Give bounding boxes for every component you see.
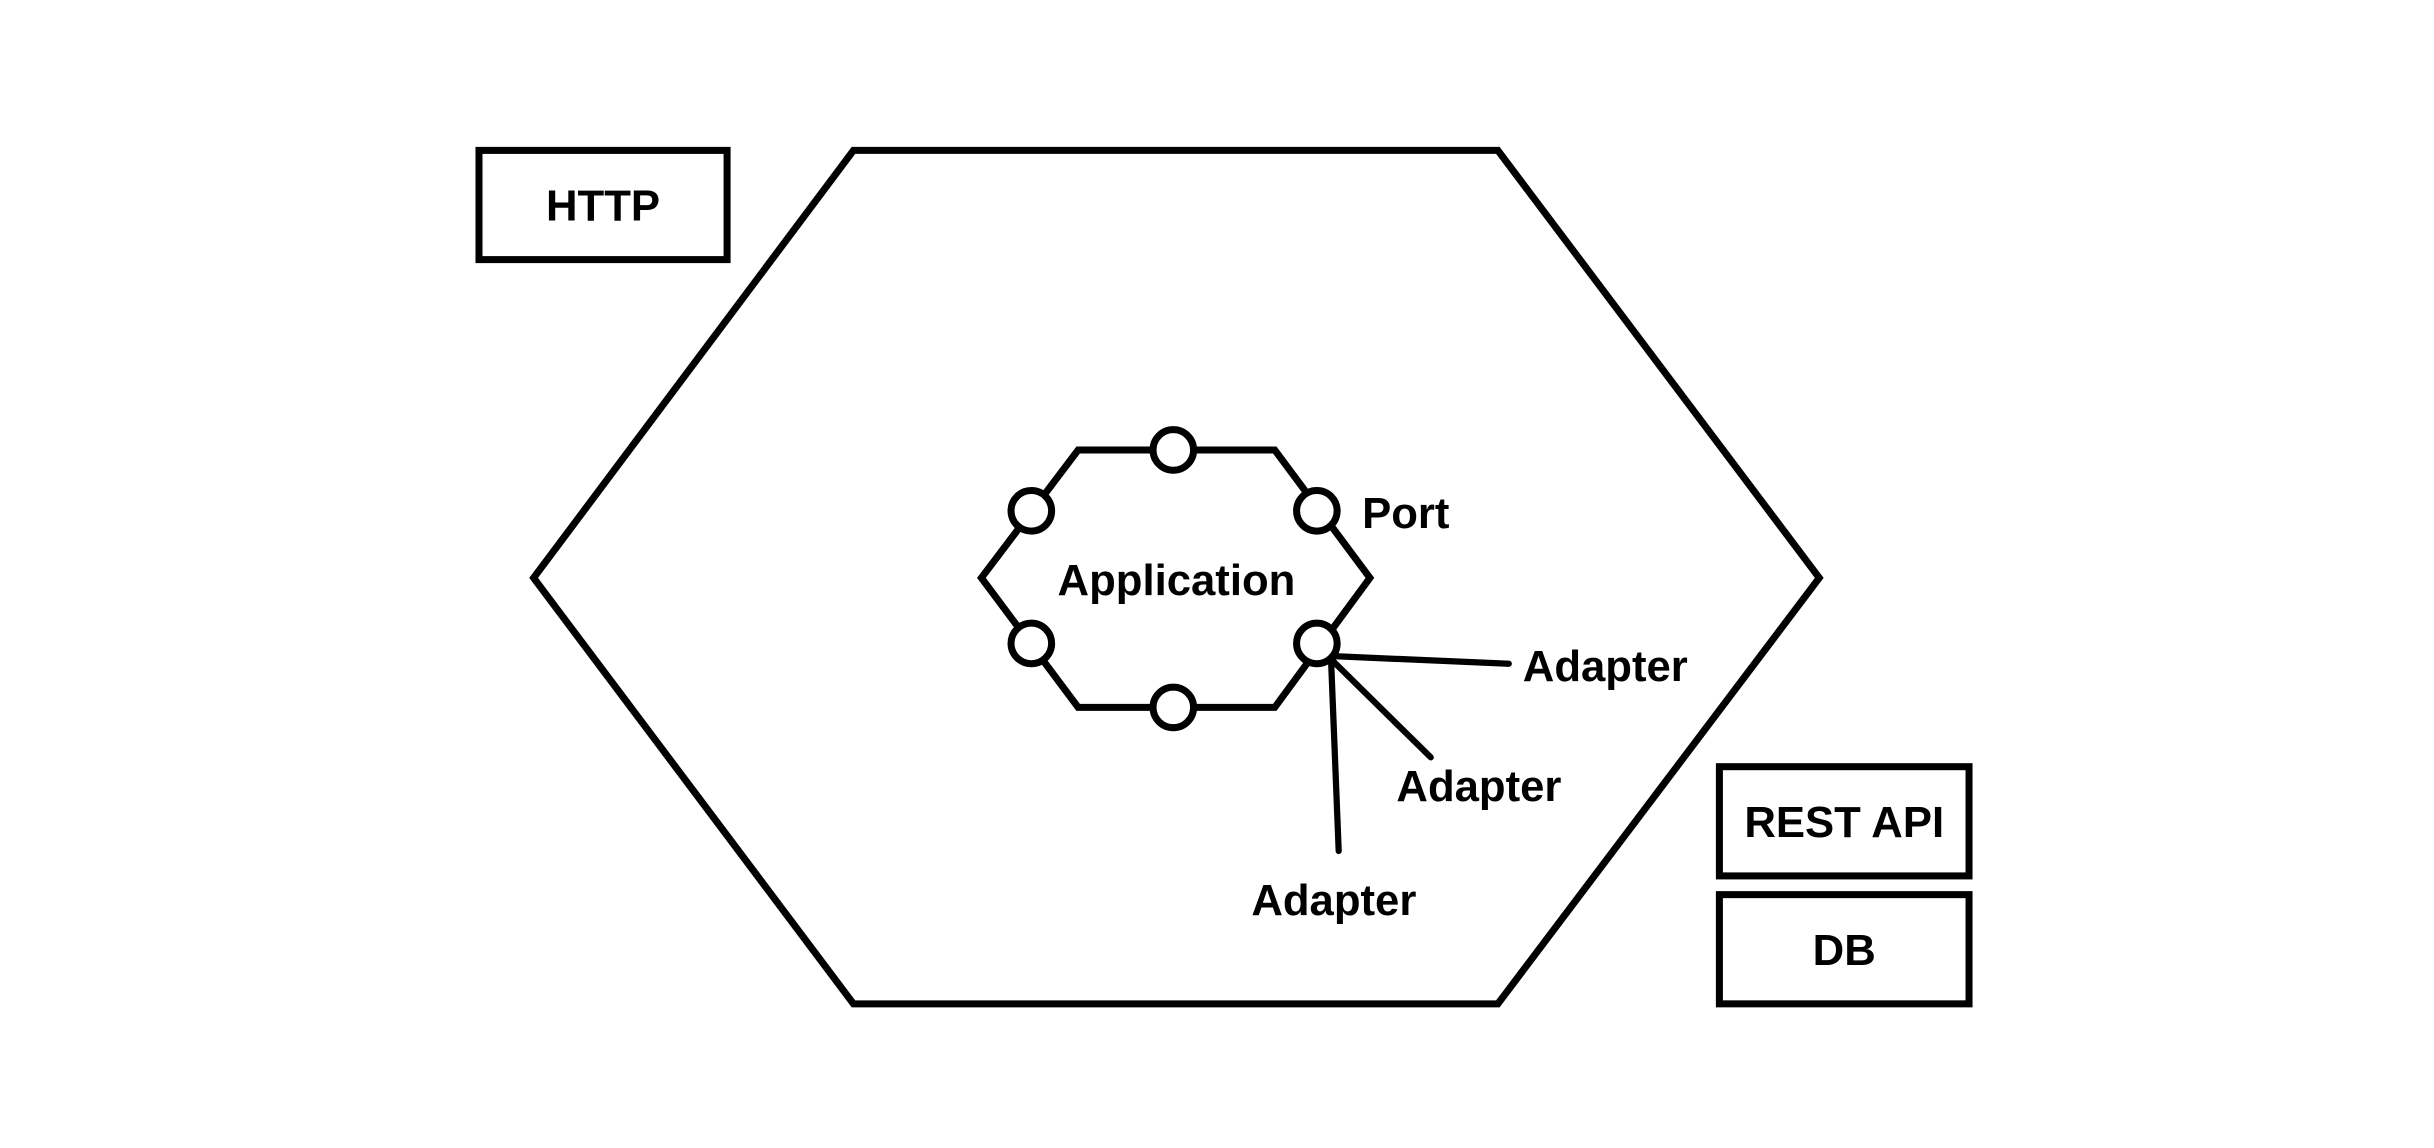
port-lower-left — [1007, 619, 1056, 668]
adapter-label-2: Adapter — [1396, 762, 1561, 811]
application-hexagon — [977, 446, 1375, 711]
port-bottom — [1149, 683, 1198, 732]
http-label: HTTP — [546, 182, 660, 231]
outer-hexagon — [529, 146, 1824, 1008]
db-label: DB — [1813, 926, 1876, 975]
adapter-label-1: Adapter — [1523, 642, 1688, 691]
rest-api-label: REST API — [1744, 798, 1944, 847]
port-lower-right — [1293, 619, 1341, 668]
http-box — [475, 146, 731, 264]
rest-api-box — [1715, 763, 1973, 880]
port-upper-right — [1293, 487, 1341, 535]
port-upper-left — [1007, 487, 1056, 535]
adapter-wire-2 — [1324, 652, 1434, 761]
application-label: Application — [1058, 556, 1296, 605]
port-top — [1149, 426, 1198, 474]
adapter-label-3: Adapter — [1251, 876, 1416, 925]
adapter-wire-1 — [1324, 652, 1512, 667]
adapter-wire-3 — [1327, 652, 1342, 855]
port-label: Port — [1362, 489, 1450, 538]
db-box — [1715, 891, 1973, 1008]
